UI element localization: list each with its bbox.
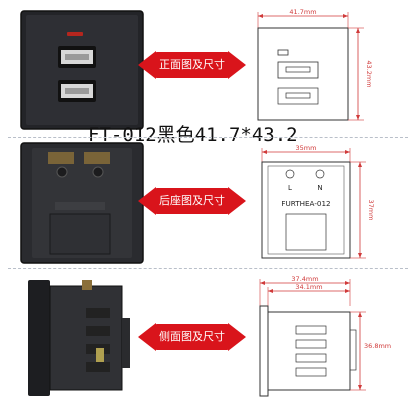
back-width-dim: 35mm	[296, 144, 317, 152]
back-photo	[20, 142, 144, 264]
front-height-dim: 43.2mm	[365, 60, 373, 87]
callout-double-arrow-icon	[138, 51, 246, 79]
divider	[8, 137, 408, 138]
front-label: 正面图及尺寸	[159, 58, 225, 71]
front-section: 正面图及尺寸 41.7mm 43.2mm	[0, 0, 418, 130]
back-drawing: 35mm L N FURTHEA-012 37mm	[261, 144, 375, 259]
front-width-dim: 41.7mm	[289, 8, 316, 16]
side-label: 侧面图及尺寸	[159, 330, 225, 343]
side-height-dim: 36.8mm	[364, 342, 391, 350]
side-section: 侧面图及尺寸 37.4mm 34.1mm 36.8mm	[0, 272, 418, 403]
callout-pill	[154, 188, 230, 214]
back-height-dim: 37mm	[367, 200, 375, 221]
product-title: FT-012黑色41.7*43.2	[88, 124, 298, 146]
side-inner-width-dim: 34.1mm	[295, 283, 322, 291]
front-callout: 正面图及尺寸	[136, 50, 248, 80]
side-outer-width-dim: 37.4mm	[291, 275, 318, 283]
callout-pill	[154, 52, 230, 78]
divider	[8, 268, 408, 269]
side-photo	[28, 280, 130, 396]
side-drawing: 37.4mm 34.1mm 36.8mm	[259, 275, 391, 397]
back-model-label: FURTHEA-012	[281, 199, 330, 208]
front-photo	[20, 10, 144, 130]
terminal-n-label: N	[317, 184, 322, 192]
side-callout: 侧面图及尺寸	[136, 322, 248, 352]
callout-pill	[154, 324, 230, 350]
back-label: 后座图及尺寸	[159, 194, 225, 207]
back-section: 后座图及尺寸 35mm L N FURTHEA-012 37mm	[0, 140, 418, 265]
back-callout: 后座图及尺寸	[136, 186, 248, 216]
callout-double-arrow-icon	[138, 323, 246, 351]
front-drawing: 41.7mm 43.2mm	[257, 8, 373, 121]
callout-double-arrow-icon	[138, 187, 246, 215]
terminal-l-label: L	[288, 184, 292, 192]
